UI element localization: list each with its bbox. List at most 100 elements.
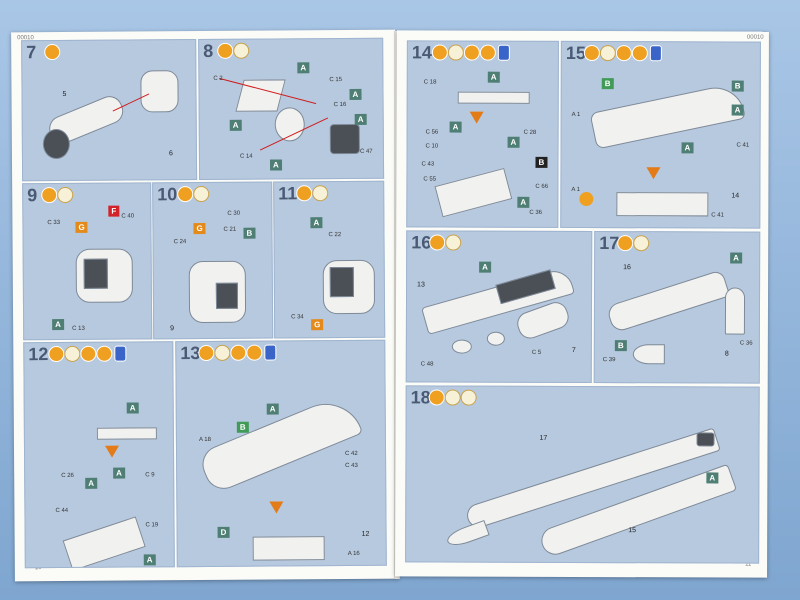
decal-icon	[80, 345, 97, 362]
paint-icon	[312, 185, 329, 202]
paint-pot-icon	[114, 345, 127, 362]
glue-icon	[583, 45, 600, 62]
part-number: 17	[539, 434, 548, 442]
part-reference: A 1	[571, 111, 581, 118]
color-label: A	[349, 88, 362, 100]
part-reference: C 33	[47, 220, 61, 227]
glue-icon	[429, 234, 446, 251]
color-label: B	[731, 80, 744, 92]
step-14-panel: 14 A A A B A C 18 C 56 C 28 C 10 C 43 C …	[406, 40, 559, 228]
page-code: 00010	[746, 34, 764, 41]
cockpit-floor-part	[62, 516, 146, 569]
color-label: B	[535, 156, 548, 168]
part-reference: C 2	[213, 75, 223, 82]
step-13-panel: 13 B A D A 18 C 42 C 43 A 16 12	[175, 339, 387, 568]
clock-icon	[460, 389, 477, 406]
paint-icon	[193, 185, 210, 203]
step-number: 10	[157, 184, 178, 205]
part-reference: C 48	[420, 361, 434, 368]
paint-icon	[214, 344, 231, 361]
color-label: B	[243, 227, 256, 239]
fuselage-half-part	[605, 269, 731, 334]
part-reference: C 39	[602, 357, 616, 364]
part-reference: A 16	[347, 550, 360, 558]
right-page: 00010 11 14 A A A B A C 18 C 56 C 28 C 1…	[395, 30, 769, 578]
detail-panel-part	[215, 282, 239, 309]
color-label: A	[730, 252, 742, 264]
glue-icon	[296, 185, 313, 202]
part-reference: C 26	[61, 472, 74, 480]
part-reference: C 36	[529, 209, 543, 216]
paint-icon	[599, 45, 616, 62]
part-number: 15	[628, 527, 637, 535]
part-number: 6	[168, 150, 173, 158]
paint-pot-icon	[497, 44, 510, 61]
mask-icon	[246, 344, 263, 361]
color-label: A	[229, 119, 242, 131]
nose-cone-part	[444, 519, 490, 550]
part-reference: C 41	[711, 212, 725, 219]
part-reference: C 56	[425, 129, 439, 136]
paint-icon	[64, 345, 81, 362]
color-label: A	[113, 467, 125, 479]
step-17-panel: 17 A B C 39 C 36 16 8	[593, 231, 761, 384]
detail-panel-part	[329, 266, 354, 298]
fuselage-half-part	[196, 392, 364, 495]
glue-icon	[617, 235, 634, 252]
exhaust-nozzle-part	[140, 70, 179, 113]
mask-icon	[631, 45, 648, 62]
insert-label: A	[487, 71, 500, 83]
exhaust-part	[696, 432, 715, 447]
grille-part	[329, 123, 360, 155]
part-reference: C 13	[72, 325, 85, 332]
part-reference: C 15	[329, 77, 343, 84]
part-reference: C 43	[345, 462, 358, 470]
down-arrow	[469, 111, 484, 124]
part-reference: C 19	[145, 522, 159, 529]
step-number: 7	[26, 42, 37, 63]
cockpit-floor-part	[434, 167, 513, 218]
color-label: D	[217, 526, 230, 538]
glue-icon	[217, 42, 234, 59]
step-18-panel: 18 A 17 15	[405, 385, 760, 564]
color-label: A	[681, 142, 694, 154]
fuselage-half-part	[589, 82, 746, 150]
color-label: G	[75, 221, 88, 233]
part-number: 9	[170, 325, 175, 333]
cockpit-tub-part	[252, 536, 325, 561]
part-reference: C 41	[736, 142, 750, 149]
part-reference: C 9	[145, 472, 155, 479]
paint-pot-icon	[264, 344, 277, 361]
paint-icon	[233, 42, 250, 59]
color-label: A	[269, 159, 282, 171]
color-label: G	[311, 319, 324, 331]
part-reference: C 24	[173, 239, 187, 246]
part-reference: C 40	[121, 213, 135, 220]
glue-icon	[41, 187, 58, 204]
color-label: A	[517, 196, 530, 208]
decal-icon	[463, 44, 480, 61]
part-reference: C 36	[739, 340, 753, 347]
color-label: A	[52, 318, 64, 331]
part-reference: C 43	[421, 161, 435, 168]
part-reference: A 18	[198, 436, 211, 444]
glue-icon	[48, 345, 65, 363]
part-reference: C 66	[535, 183, 549, 190]
down-arrow	[104, 445, 120, 458]
step-11-panel: 11 A G C 22 C 34	[273, 180, 386, 339]
part-reference: A 1	[571, 186, 581, 193]
part-reference: C 21	[223, 226, 237, 233]
instrument-panel-part	[457, 91, 530, 104]
part-number: 14	[731, 192, 740, 200]
color-label: A	[297, 62, 310, 74]
instrument-panel-part	[96, 427, 157, 440]
part-reference: C 34	[291, 314, 304, 321]
color-label: A	[706, 472, 719, 484]
part-reference: C 18	[423, 79, 437, 86]
paint-icon	[447, 44, 464, 61]
part-reference: C 44	[55, 507, 69, 515]
part-number: 7	[571, 346, 576, 354]
down-arrow	[269, 501, 284, 514]
cockpit-tub-part	[616, 192, 709, 217]
color-label: A	[731, 104, 744, 116]
